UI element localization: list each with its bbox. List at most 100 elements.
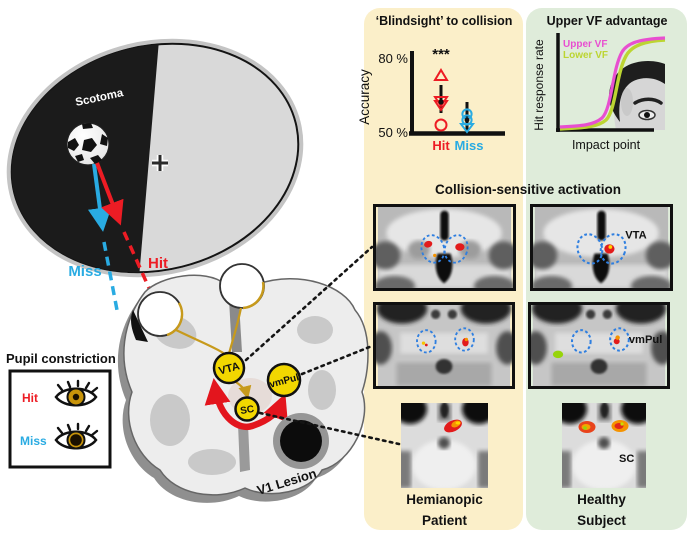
scotoma-region — [0, 28, 160, 290]
significance-stars: *** — [432, 46, 450, 63]
activation-blob — [464, 337, 469, 342]
hit-mean-dot — [438, 99, 444, 105]
roi-outline-right — [609, 327, 630, 352]
activation-blob — [424, 240, 433, 248]
healthy-caption-line1: Healthy — [577, 492, 626, 507]
mri-patient-vmpul — [373, 302, 515, 389]
v1-lesion — [280, 420, 322, 462]
roi-outline-right — [454, 327, 475, 352]
activation-blob-green — [583, 426, 587, 430]
uppervf-panel-title: Upper VF advantage — [546, 14, 668, 28]
roi-outline-left — [570, 329, 592, 354]
hit-point-circle — [434, 118, 448, 132]
vta-connector — [244, 245, 374, 362]
vmpul-node-label: vmPul — [268, 372, 300, 390]
pupil-box-frame — [8, 369, 112, 469]
vmpul-node — [266, 362, 302, 398]
activation-blob — [424, 343, 428, 347]
healthy-caption: Healthy Subject — [530, 489, 673, 531]
hit-label: Hit — [148, 255, 168, 272]
psychometric-chart: Upper VF Lower VF Hit response rate Impa… — [532, 33, 666, 152]
mri-healthy-vmpul: vmPul — [528, 302, 670, 389]
activation-blob — [608, 245, 613, 249]
activation-blob — [421, 341, 426, 345]
vta-to-sc-path — [235, 381, 252, 400]
activation-blob-green — [552, 350, 564, 359]
optic-tract-left — [175, 329, 232, 360]
miss-tick-label: Miss — [455, 138, 484, 153]
vta-node-label: VTA — [217, 360, 241, 377]
y-axis-label: Accuracy — [357, 69, 372, 125]
v1-lesion-label: V1 Lesion — [255, 466, 318, 498]
fixation-cross — [152, 155, 168, 171]
field-outer-ring — [6, 38, 304, 278]
hit-trajectory-solid — [95, 162, 124, 226]
activation-blob — [615, 335, 620, 340]
activation-blob — [455, 243, 465, 251]
miss-point-triangle-down — [459, 123, 475, 134]
pupil-hit-label: Hit — [22, 391, 38, 405]
mri-healthy-vta: VTA — [530, 204, 673, 291]
roi-outline-right — [599, 233, 627, 265]
vmpul-label: vmPul — [629, 334, 662, 346]
activation-blob — [433, 253, 437, 258]
activation-blob-green — [620, 422, 624, 426]
constricted-pupil-eye-icon — [54, 379, 99, 407]
mri-patient-vta — [373, 204, 516, 291]
miss-label: Miss — [68, 263, 101, 280]
left-eye — [137, 291, 183, 337]
roi-outline-right — [443, 234, 469, 264]
lesion-ring — [273, 413, 329, 469]
face-photo — [609, 61, 665, 130]
mri-patient-sc — [401, 403, 488, 488]
fixation-cross-outline — [152, 155, 168, 171]
x-axis-label: Impact point — [572, 138, 641, 152]
visual-field: Scotoma Hit Miss — [0, 28, 304, 311]
sc-node-label: SC — [239, 404, 255, 417]
pupil-miss-label: Miss — [20, 434, 47, 448]
roi-outline-left — [416, 329, 437, 354]
patient-caption-line2: Patient — [421, 513, 467, 528]
vta-label: VTA — [625, 230, 646, 242]
vta-node — [212, 351, 246, 385]
upper-vf-curve — [559, 36, 666, 129]
sc-label: SC — [619, 453, 634, 465]
activation-blob — [613, 338, 620, 345]
brain-shadow — [117, 283, 362, 503]
accuracy-chart: 80 % 50 % Accuracy *** Hit Miss — [357, 46, 505, 153]
pupil-box-title: Pupil constriction — [6, 351, 116, 366]
y-axis-label: Hit response rate — [532, 39, 546, 131]
hit-trajectory-dashed — [122, 231, 155, 298]
miss-trajectory-solid — [87, 163, 112, 232]
hit-tick-label: Hit — [432, 138, 450, 153]
legend-lower-vf: Lower VF — [563, 50, 608, 61]
blindsight-panel-title: ‘Blindsight’ to collision — [375, 14, 513, 28]
ytick-80: 80 % — [378, 51, 408, 66]
hit-point-triangle-up — [433, 68, 449, 81]
healthy-caption-line2: Subject — [577, 513, 626, 528]
sc-node — [234, 396, 260, 422]
patient-caption: Hemianopic Patient — [373, 489, 516, 531]
miss-trajectory-dashed — [102, 241, 119, 311]
pupil-constriction-box: Pupil constriction Hit Miss — [6, 351, 116, 469]
mri-healthy-sc: SC — [562, 403, 646, 488]
legend-upper-vf: Upper VF — [563, 39, 607, 50]
vmpul-connector — [300, 344, 374, 376]
brain-fissure — [228, 282, 242, 352]
soccer-ball — [66, 122, 110, 166]
brain-outline — [123, 274, 369, 496]
ytick-50: 50 % — [378, 125, 408, 140]
activation-blob — [455, 421, 461, 425]
patient-caption-line1: Hemianopic — [406, 492, 483, 507]
right-eye — [219, 263, 265, 309]
miss-mean-dot — [464, 117, 470, 123]
dilated-pupil-eye-icon — [54, 422, 99, 450]
field-ellipse — [10, 42, 300, 274]
sc-pathway-arrows — [204, 378, 288, 431]
roi-outline-left — [420, 234, 446, 264]
scotoma-label: Scotoma — [74, 87, 125, 109]
lower-vf-curve — [559, 38, 666, 131]
brain-diagram: VTA vmPul SC V1 Lesion — [117, 245, 401, 503]
activation-title: Collision-sensitive activation — [434, 182, 622, 197]
